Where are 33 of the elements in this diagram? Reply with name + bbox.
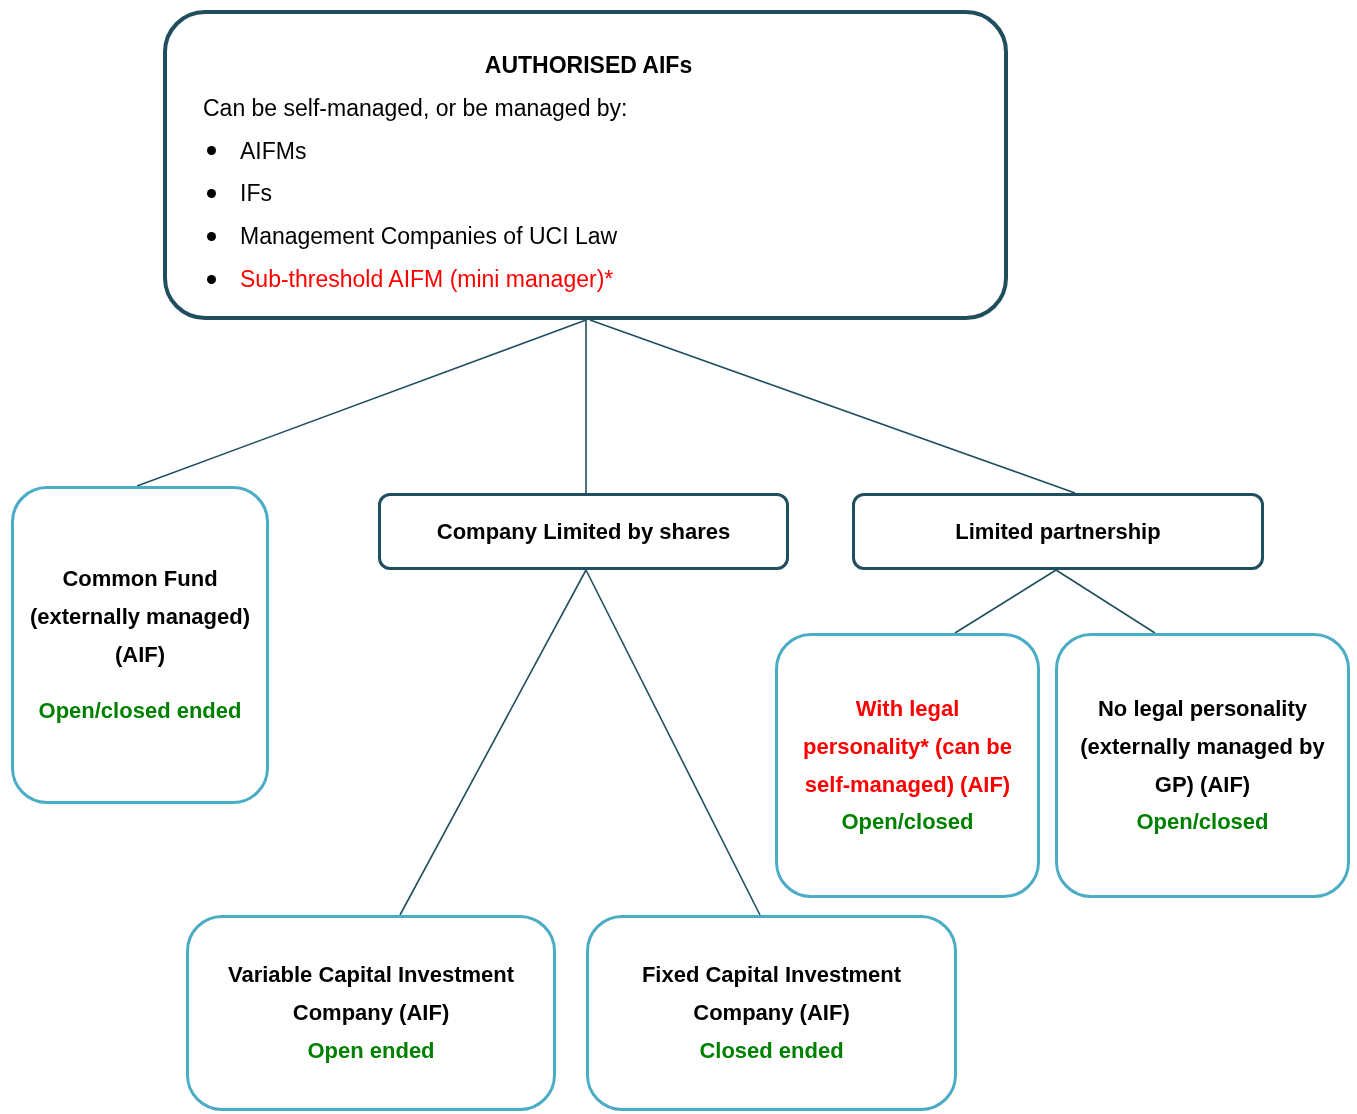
node-label: Fixed Capital Investment Company (AIF) bbox=[640, 961, 903, 1028]
fund-type-box bbox=[1055, 633, 1350, 898]
list-item-text: AIFMs bbox=[240, 136, 307, 166]
fund-term-label: Closed ended bbox=[699, 1036, 844, 1065]
node-label: No legal personality (externally managed by GP) (AIF) bbox=[1079, 694, 1326, 799]
fund-type-box bbox=[11, 486, 269, 804]
connector-line bbox=[1055, 569, 1156, 634]
list-item-text: IFs bbox=[240, 179, 272, 209]
node-label: Limited partnership bbox=[955, 517, 1161, 546]
fund-term-label: Open/closed bbox=[1136, 808, 1269, 837]
list-item-text: Management Companies of UCI Law bbox=[240, 222, 618, 252]
node-label: Variable Capital Investment Company (AIF) bbox=[226, 961, 516, 1028]
description-text: Can be self-managed, or be managed by: bbox=[203, 93, 629, 123]
category-box bbox=[852, 493, 1264, 570]
fund-type-box bbox=[775, 633, 1040, 898]
fund-term-label: Open ended bbox=[307, 1036, 435, 1065]
connector-line bbox=[136, 319, 587, 487]
heading: AUTHORISED AIFs bbox=[483, 51, 694, 80]
fund-term-label: Open/closed ended bbox=[38, 696, 242, 725]
connector-line bbox=[589, 319, 1076, 494]
connector-line bbox=[399, 569, 587, 916]
header-box bbox=[163, 10, 1008, 320]
node-label: With legal personality* (can be self-managed) (AIF) bbox=[801, 694, 1014, 799]
node-label: Common Fund (externally managed) (AIF) bbox=[28, 565, 252, 669]
connector-line bbox=[585, 569, 761, 916]
node-label: Company Limited by shares bbox=[436, 517, 731, 546]
fund-type-box bbox=[186, 915, 556, 1111]
connector-line bbox=[585, 319, 587, 494]
list-item-text: Sub-threshold AIFM (mini manager)* bbox=[240, 264, 614, 294]
fund-term-label: Open/closed bbox=[841, 808, 974, 837]
fund-type-box bbox=[586, 915, 957, 1111]
category-box bbox=[378, 493, 789, 570]
connector-line bbox=[954, 569, 1057, 634]
